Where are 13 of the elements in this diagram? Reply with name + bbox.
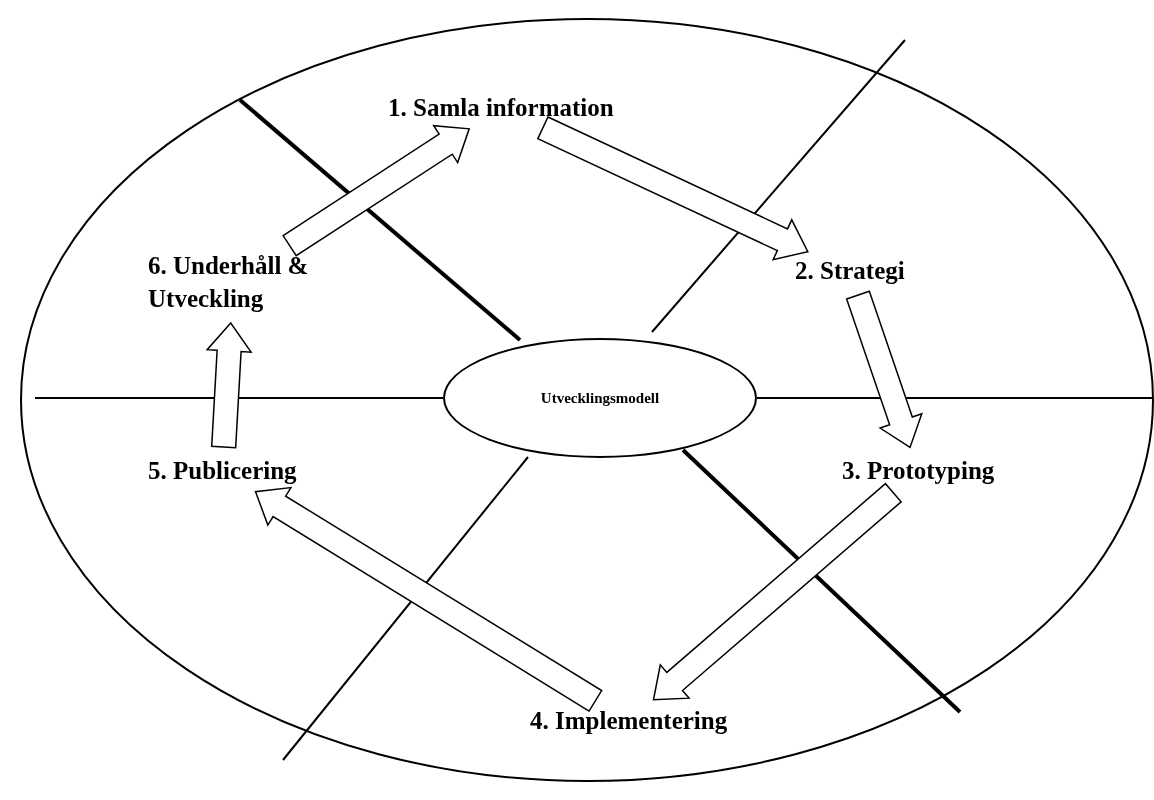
stage-label: 2. Strategi bbox=[795, 255, 905, 288]
block-arrow bbox=[254, 486, 603, 713]
stage-label: 5. Publicering bbox=[148, 455, 297, 488]
block-arrow bbox=[282, 124, 471, 257]
stage-label: 3. Prototyping bbox=[842, 455, 995, 488]
stage-label: 6. Underhåll & Utveckling bbox=[148, 250, 318, 315]
block-arrow bbox=[845, 290, 923, 449]
block-arrow bbox=[652, 482, 903, 701]
block-arrow bbox=[536, 116, 809, 261]
block-arrow bbox=[205, 321, 253, 449]
stage-label: 1. Samla information bbox=[388, 92, 614, 125]
stage-label: 4. Implementering bbox=[530, 705, 728, 738]
center-ellipse: Utvecklingsmodell bbox=[443, 338, 757, 458]
